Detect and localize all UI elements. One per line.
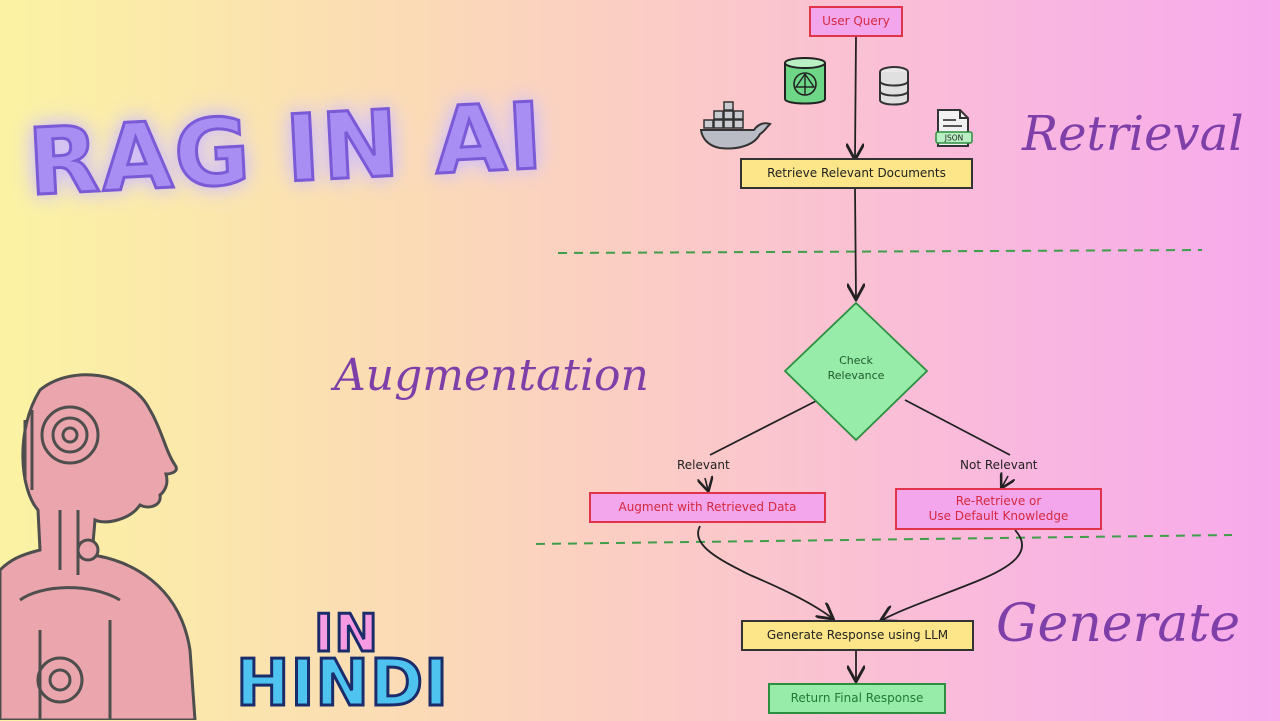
divider-bottom: [535, 534, 1233, 545]
json-file-icon: JSON: [935, 109, 973, 147]
arrow-not-relevant-to-reretrieve: [1002, 476, 1008, 487]
arrow-check-to-not-relevant: [904, 399, 1011, 456]
node-generate-response: Generate Response using LLM: [741, 620, 974, 651]
graph-database-icon: [784, 57, 826, 105]
edge-label-relevant: Relevant: [677, 458, 730, 472]
node-return-final-response: Return Final Response: [768, 683, 946, 714]
robot-illustration: [0, 373, 197, 720]
edge-label-not-relevant: Not Relevant: [960, 458, 1038, 472]
check-relevance-line1: Check: [839, 354, 873, 367]
docker-whale-icon: [700, 101, 772, 150]
node-user-query: User Query: [809, 6, 903, 37]
arrow-retrieve-to-check: [855, 188, 856, 298]
divider-top: [557, 249, 1203, 254]
node-check-relevance-label: Check Relevance: [806, 353, 906, 383]
node-re-retrieve: Re-Retrieve or Use Default Knowledge: [895, 488, 1102, 530]
re-retrieve-line1: Re-Retrieve or: [955, 494, 1042, 508]
node-augment: Augment with Retrieved Data: [589, 492, 826, 523]
check-relevance-line2: Relevance: [827, 369, 885, 382]
arrow-query-to-retrieve: [855, 36, 856, 158]
re-retrieve-line2: Use Default Knowledge: [928, 509, 1069, 523]
arrow-relevant-to-augment: [705, 478, 708, 490]
section-generate: Generate: [996, 594, 1241, 654]
arrow-check-to-relevant: [709, 399, 819, 456]
database-icon: [879, 66, 909, 106]
check-relevance-diamond: [783, 301, 929, 442]
node-retrieve-documents: Retrieve Relevant Documents: [740, 158, 973, 189]
section-augmentation: Augmentation: [334, 350, 649, 401]
json-label: JSON: [944, 134, 964, 143]
section-retrieval: Retrieval: [1022, 106, 1244, 162]
arrow-augment-to-generate: [697, 525, 832, 618]
badge-in: IN: [313, 603, 380, 666]
arrow-reretrieve-to-generate: [882, 529, 1023, 620]
badge-hindi: HINDI: [235, 647, 450, 721]
